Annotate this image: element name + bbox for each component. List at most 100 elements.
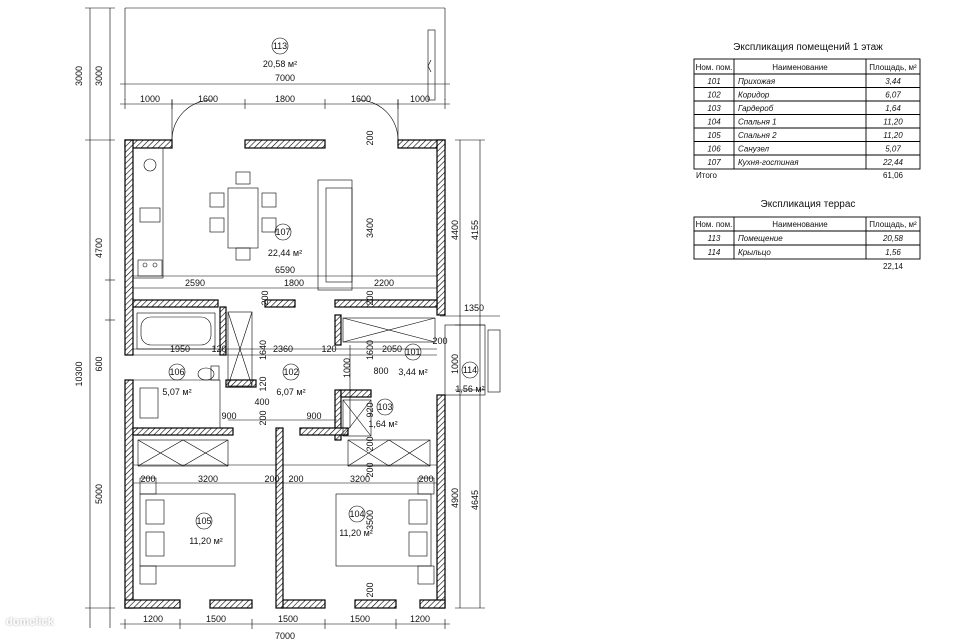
interior-walls [132,299,438,609]
svg-text:Площадь, м²: Площадь, м² [869,63,917,72]
terrace-outline [124,7,446,101]
svg-text:1350: 1350 [464,303,484,313]
svg-text:Наименование: Наименование [772,220,828,229]
bathroom-fixtures [139,365,220,419]
exterior-walls [124,139,446,609]
svg-text:1200: 1200 [143,614,163,624]
svg-text:200: 200 [365,436,375,451]
table1-title: Экспликация помещений 1 этаж [733,42,883,53]
svg-text:600: 600 [94,356,104,371]
room-label-104: 104 11,20 м² [339,505,373,538]
svg-text:105: 105 [707,131,721,140]
svg-text:1000: 1000 [450,354,460,374]
svg-text:3000: 3000 [94,66,104,86]
svg-text:Площадь, м²: Площадь, м² [869,220,917,229]
svg-text:Прихожая: Прихожая [738,77,776,86]
left-dimensions: 3000 10300 3000 4700 600 5000 [74,7,115,628]
svg-text:1,56 м²: 1,56 м² [455,384,484,394]
room-label-103: 103 1,64 м² [368,398,398,429]
svg-text:3,44: 3,44 [885,77,901,86]
rooms-schedule-table: Экспликация помещений 1 этаж Ном. пом. Н… [693,42,921,180]
svg-text:7000: 7000 [275,631,295,640]
svg-text:920: 920 [365,402,375,417]
bed-104 [335,477,435,585]
svg-text:Ном. пом.: Ном. пом. [696,220,733,229]
svg-text:Помещение: Помещение [738,234,783,243]
svg-text:1600: 1600 [365,340,375,360]
table2-title: Экспликация террас [761,199,856,210]
svg-text:5,07 м²: 5,07 м² [162,387,191,397]
svg-text:113: 113 [273,41,287,51]
svg-text:1000: 1000 [140,94,160,104]
svg-text:3200: 3200 [350,474,370,484]
svg-text:1,64: 1,64 [885,104,901,113]
svg-text:Ном. пом.: Ном. пом. [696,63,733,72]
svg-text:Кухня-гостиная: Кухня-гостиная [738,158,799,167]
svg-text:2360: 2360 [273,344,293,354]
svg-text:3400: 3400 [365,218,375,238]
room-label-105: 105 11,20 м² [189,512,223,546]
svg-text:200: 200 [365,290,375,305]
room-label-114: 114 1,56 м² [455,361,485,394]
svg-text:2590: 2590 [185,278,205,288]
kitchen-counter [132,147,164,279]
svg-text:113: 113 [708,234,721,243]
svg-text:120: 120 [211,344,226,354]
svg-text:120: 120 [258,376,268,391]
svg-text:102: 102 [283,367,298,377]
svg-text:20,58 м²: 20,58 м² [263,59,297,69]
svg-text:3200: 3200 [198,474,218,484]
svg-text:103: 103 [707,104,721,113]
svg-text:1800: 1800 [284,278,304,288]
svg-text:1500: 1500 [278,614,298,624]
svg-text:1600: 1600 [351,94,371,104]
svg-text:11,20 м²: 11,20 м² [339,528,373,538]
svg-text:200: 200 [365,130,375,145]
svg-text:1500: 1500 [350,614,370,624]
svg-text:Спальня 2: Спальня 2 [738,131,777,140]
svg-text:Гардероб: Гардероб [738,104,774,113]
terraces-schedule-table: Экспликация террас Ном. пом. Наименовани… [693,199,921,271]
svg-text:20,58: 20,58 [882,234,904,243]
room-label-101: 101 3,44 м² [398,343,428,377]
svg-text:1600: 1600 [198,94,218,104]
svg-text:6,07 м²: 6,07 м² [276,387,305,397]
svg-text:120: 120 [321,344,336,354]
svg-text:200: 200 [258,410,268,425]
svg-text:200: 200 [365,462,375,477]
svg-text:105: 105 [196,516,211,526]
svg-text:200: 200 [288,474,303,484]
svg-text:6,07: 6,07 [885,91,901,100]
svg-text:101: 101 [707,77,720,86]
svg-text:102: 102 [707,91,721,100]
dining-table [209,171,277,261]
watermark: domclick [6,616,54,628]
svg-text:Санузел: Санузел [738,145,770,154]
room-label-106: 106 5,07 м² [162,363,192,397]
svg-text:10300: 10300 [74,361,84,386]
svg-text:22,14: 22,14 [883,262,904,271]
svg-text:800: 800 [373,366,388,376]
svg-text:200: 200 [140,474,155,484]
svg-text:Наименование: Наименование [772,63,828,72]
svg-text:61,06: 61,06 [883,171,904,180]
svg-text:1500: 1500 [206,614,226,624]
svg-text:3,44 м²: 3,44 м² [398,367,427,377]
svg-text:3000: 3000 [74,66,84,86]
svg-text:1950: 1950 [170,344,190,354]
svg-text:Спальня 1: Спальня 1 [738,118,777,127]
room-label-107: 107 22,44 м² [268,223,302,258]
svg-text:11,20: 11,20 [883,118,903,127]
svg-text:106: 106 [169,367,184,377]
svg-text:6590: 6590 [275,265,295,275]
entrance-doors [171,99,399,141]
svg-text:103: 103 [377,402,392,412]
svg-text:22,44: 22,44 [882,158,904,167]
svg-text:Крыльцо: Крыльцо [738,248,771,257]
svg-text:4700: 4700 [94,238,104,258]
svg-text:200: 200 [264,474,279,484]
porch-114 [444,324,501,396]
svg-text:2050: 2050 [382,344,402,354]
svg-text:104: 104 [707,118,721,127]
svg-text:400: 400 [254,397,269,407]
